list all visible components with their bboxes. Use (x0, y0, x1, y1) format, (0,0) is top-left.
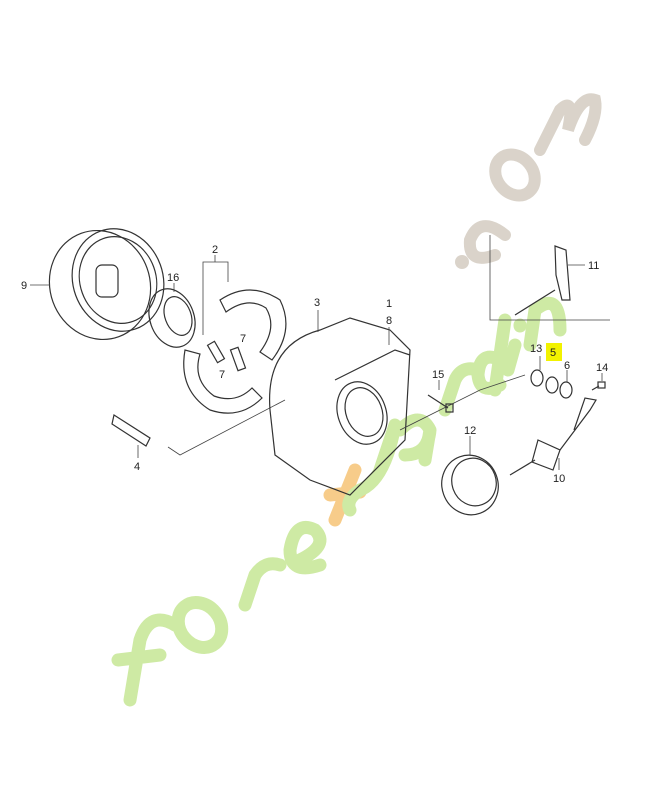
brake-lever (509, 397, 597, 476)
callout-15: 15 (432, 369, 444, 381)
callout-12: 12 (464, 425, 476, 437)
bolt (427, 380, 454, 413)
callout-5: 5 (550, 347, 556, 359)
callout-10: 10 (553, 473, 565, 485)
callout-7a: 7 (240, 333, 246, 345)
callout-7b: 7 (219, 369, 225, 381)
callout-8: 8 (386, 315, 392, 327)
callout-14: 14 (596, 362, 608, 374)
watermark-logo (111, 93, 602, 707)
callout-1: 1 (386, 298, 392, 310)
screw (591, 373, 606, 391)
brake-shoes (183, 255, 287, 414)
callout-3: 3 (314, 297, 320, 309)
callout-11: 11 (588, 260, 599, 272)
callout-9: 9 (21, 280, 27, 292)
callout-2: 2 (212, 244, 218, 256)
callout-highlight (546, 343, 562, 361)
callout-labels: 9 16 2 7 7 3 1 8 4 15 12 13 5 6 14 10 11 (21, 244, 608, 485)
callout-6: 6 (564, 360, 570, 372)
brake-drum (30, 228, 165, 341)
callout-16: 16 (167, 272, 179, 284)
brake-housing (268, 310, 526, 496)
brake-shaft (111, 399, 286, 458)
drum-ring (441, 436, 499, 516)
inset-lever (489, 235, 610, 321)
callout-13: 13 (530, 343, 542, 355)
callout-4: 4 (134, 461, 140, 473)
bearing (148, 283, 196, 348)
washers (530, 356, 573, 399)
